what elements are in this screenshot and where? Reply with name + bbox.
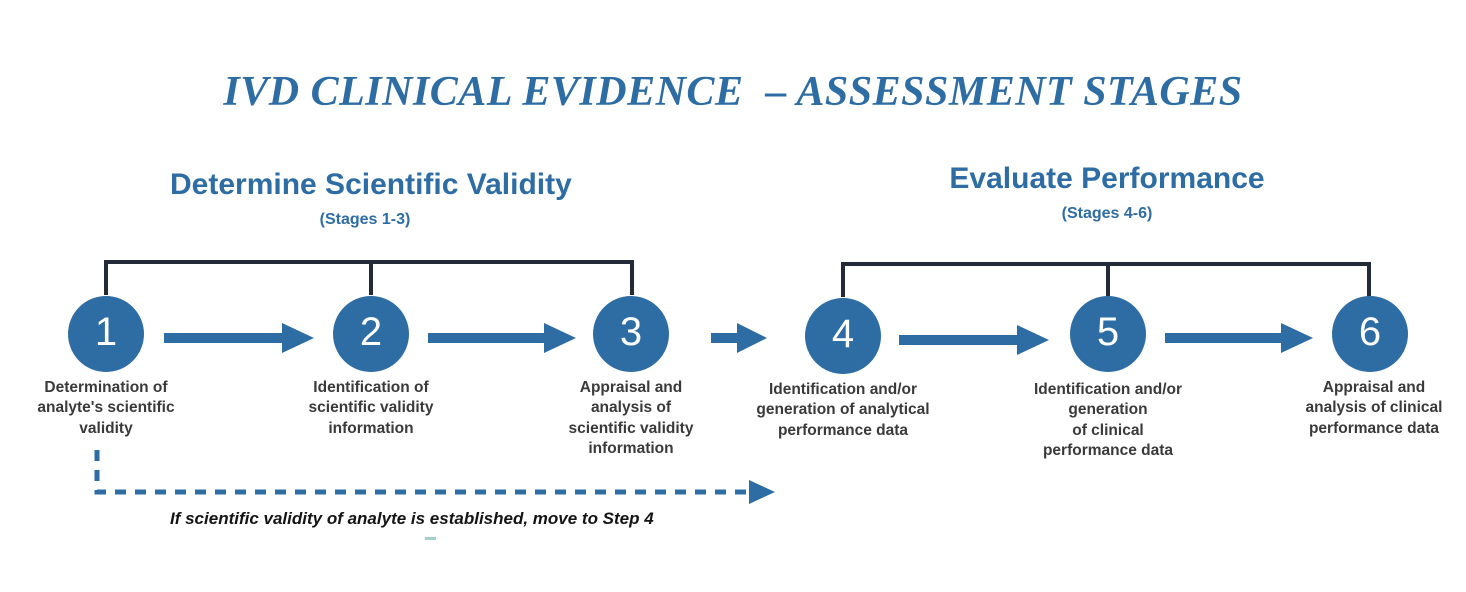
arrow-stage-5-to-6 [1165,322,1313,354]
stage-caption-6: Appraisal and analysis of clinical perfo… [1305,379,1443,437]
stage-caption-1: Determination of analyte's scientific va… [37,379,175,437]
stage-number: 3 [619,310,643,354]
group-title: Determine Scientific Validity [170,168,572,201]
bracket-right-leg-5 [1106,262,1110,297]
arrow-right-icon [428,323,576,353]
dashed-arrow-icon [94,450,775,504]
teal-artifact-mark [425,537,436,540]
arrow-right-icon [899,325,1049,355]
stage-circle-5[interactable]: 5 [1070,296,1146,372]
group-header-determine-scientific-validity: Determine Scientific Validity (Stages 1-… [170,168,572,229]
stage-caption-2: Identification of scientific validity in… [308,379,434,437]
group-subtitle: (Stages 1-3) [319,211,411,228]
bracket-left-leg-3 [630,260,634,295]
arrow-stage-3-to-4 [711,322,767,354]
bracket-left-leg-2 [369,260,373,295]
arrow-stage-4-to-5 [899,324,1049,356]
bracket-right-leg-4 [841,262,845,297]
arrow-right-icon [711,323,767,353]
group-header-evaluate-performance: Evaluate Performance (Stages 4-6) [910,162,1304,223]
stage-number: 5 [1096,310,1120,354]
arrow-stage-2-to-3 [428,322,576,354]
stage-number: 4 [831,312,855,356]
arrow-stage-1-to-2 [164,322,314,354]
stage-circle-2[interactable]: 2 [333,296,409,372]
stage-circle-6[interactable]: 6 [1332,296,1408,372]
arrow-right-icon [1165,323,1313,353]
bracket-right-leg-6 [1367,262,1371,297]
stage-circle-4[interactable]: 4 [805,298,881,374]
stage-caption-4: Identification and/or generation of anal… [756,381,930,439]
page-title: IVD CLINICAL EVIDENCE – ASSESSMENT STAGE… [223,69,1243,115]
bracket-left-leg-1 [104,260,108,295]
stage-number: 1 [94,310,118,354]
group-subtitle: (Stages 4-6) [1061,205,1153,222]
stage-number: 6 [1358,310,1382,354]
stage-caption-3: Appraisal and analysis of scientific val… [568,379,694,458]
stage-circle-3[interactable]: 3 [593,296,669,372]
feedback-note: If scientific validity of analyte is est… [170,509,654,528]
stage-caption-5: Identification and/or generation of clin… [1033,381,1183,460]
group-title: Evaluate Performance [949,162,1265,195]
feedback-dashed-arrow [86,440,786,510]
arrow-right-icon [164,323,314,353]
stage-number: 2 [359,310,383,354]
stage-circle-1[interactable]: 1 [68,296,144,372]
